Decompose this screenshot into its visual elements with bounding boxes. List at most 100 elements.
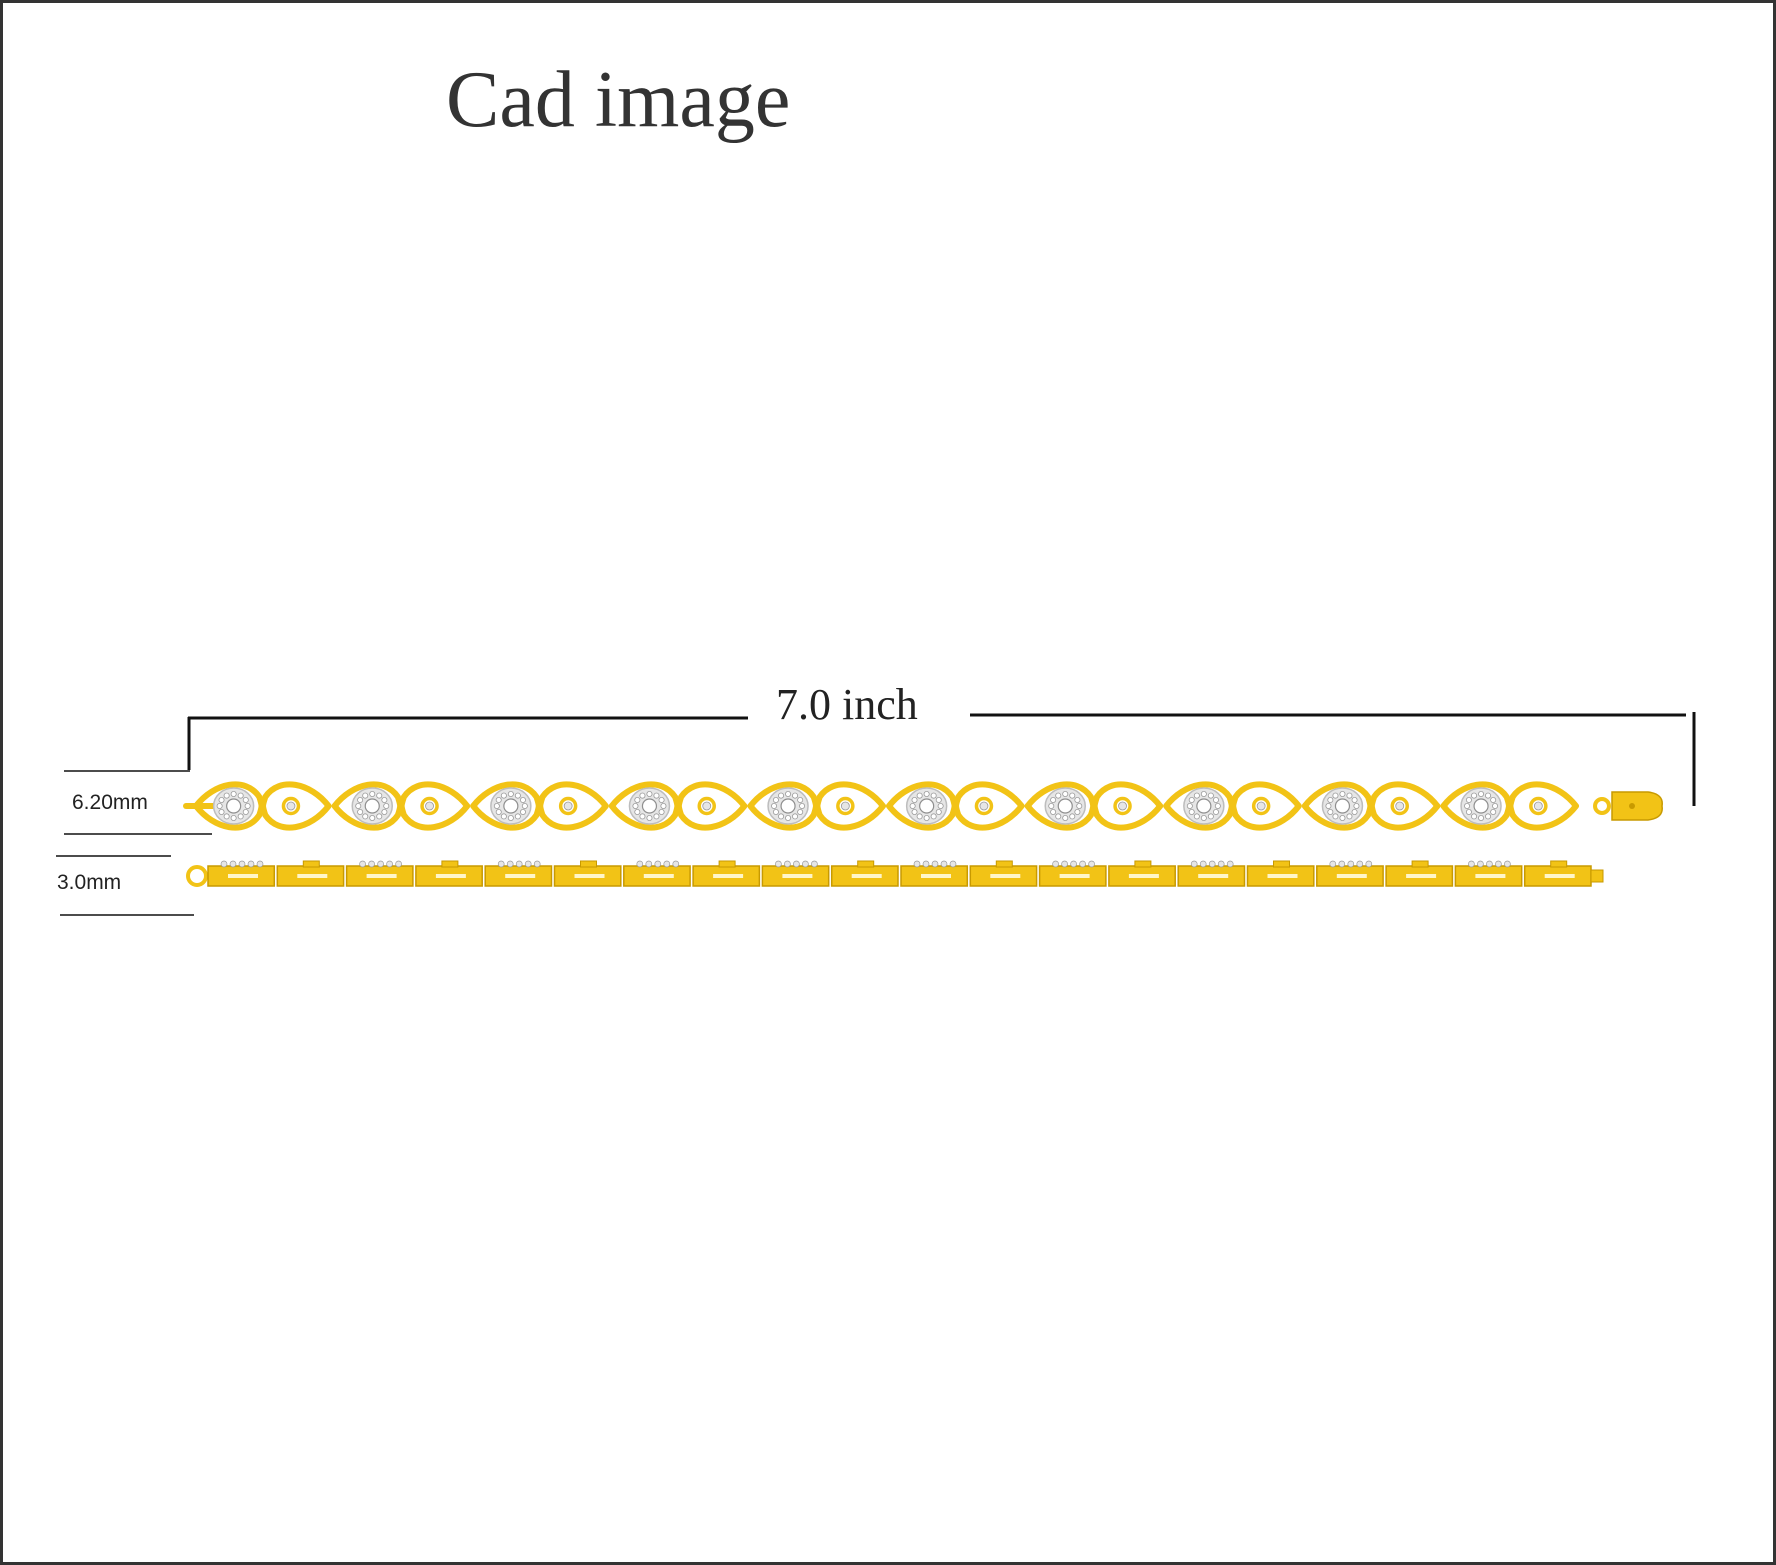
side-diamond [1199, 860, 1207, 868]
pave-diamond [639, 813, 646, 820]
bezel-setting [1390, 796, 1409, 816]
pave-diamond [369, 815, 376, 822]
side-diamond [1070, 860, 1077, 868]
pave-diamond [507, 815, 514, 822]
bezel-setting [1251, 796, 1271, 816]
bezel-setting [281, 796, 301, 816]
pave-diamond [909, 803, 916, 810]
pave-diamond [634, 797, 641, 804]
pave-diamond [1212, 809, 1219, 816]
pave-diamond [1465, 809, 1472, 816]
pave-diamond [507, 791, 514, 798]
pave-diamond [660, 803, 667, 810]
pave-diamond [1339, 815, 1346, 822]
bezel-diamond [979, 801, 989, 811]
pave-diamond [1207, 792, 1214, 799]
pave-diamond [1214, 803, 1221, 810]
side-bezel [580, 860, 597, 868]
pave-diamond [930, 813, 937, 820]
side-diamond [654, 860, 662, 868]
side-diamond [515, 860, 523, 868]
pave-diamond [1188, 797, 1195, 804]
pave-diamond [797, 809, 804, 816]
side-bezel [302, 860, 320, 868]
pave-diamond [500, 792, 507, 799]
length-dimension-label: 7.0 inch [776, 680, 918, 729]
pave-diamond [519, 797, 526, 804]
pave-diamond [935, 809, 942, 816]
pave-diamond [1485, 813, 1492, 820]
pave-diamond [357, 809, 364, 816]
center-diamond [226, 798, 242, 814]
pave-diamond [792, 813, 799, 820]
pave-diamond [1490, 809, 1497, 816]
bezel-setting [420, 796, 439, 816]
pave-diamond [1490, 797, 1497, 804]
segment-highlight [921, 874, 951, 878]
side-diamond [256, 860, 264, 868]
side-diamond [1061, 860, 1068, 868]
pave-diamond [771, 803, 778, 810]
pave-diamond [653, 813, 660, 820]
pear-link [1368, 781, 1441, 831]
side-diamond [931, 860, 939, 868]
side-diamond [377, 860, 384, 868]
pave-diamond [778, 792, 785, 799]
pave-diamond [1212, 797, 1219, 804]
segment-highlight [505, 874, 536, 878]
side-bezel [857, 860, 875, 868]
side-diamond [533, 860, 541, 868]
pave-diamond [772, 809, 779, 816]
pave-diamond [1048, 803, 1055, 810]
bezel-diamond [1395, 801, 1405, 811]
pave-diamond [1055, 792, 1062, 799]
bezel-diamond [1118, 801, 1127, 811]
pave-diamond [1492, 803, 1499, 810]
lobster-clasp [1611, 791, 1663, 821]
pave-diamond [1327, 809, 1334, 816]
segment-highlight [1406, 874, 1437, 878]
side-diamond [1338, 860, 1346, 868]
segment-highlight [435, 874, 466, 878]
pave-diamond [916, 813, 923, 820]
pave-diamond [514, 792, 521, 799]
pave-diamond [230, 791, 237, 798]
pear-link [814, 781, 886, 831]
side-bezel [1134, 860, 1152, 868]
clasp-lever [1629, 803, 1635, 809]
page-title: Cad image [446, 56, 791, 144]
bezel-setting [836, 796, 855, 816]
side-bezel [1273, 860, 1290, 868]
pave-diamond [381, 797, 388, 804]
side-diamond [359, 860, 366, 868]
pave-diamond [495, 809, 502, 816]
pave-diamond [237, 792, 244, 799]
pave-diamond [519, 809, 526, 816]
pave-diamond [646, 815, 653, 822]
segment-highlight [1059, 874, 1090, 878]
pave-diamond [634, 809, 641, 816]
side-diamond [922, 860, 930, 868]
bezel-diamond [840, 801, 850, 811]
side-diamond [1477, 860, 1484, 868]
pave-diamond [1485, 792, 1492, 799]
side-diamond [1190, 860, 1198, 868]
pave-diamond [653, 792, 660, 799]
segment-highlight [1544, 874, 1575, 878]
pave-diamond [911, 797, 918, 804]
pave-diamond [495, 797, 502, 804]
height-dimension-label: 3.0mm [57, 871, 122, 894]
pave-diamond [223, 792, 230, 799]
side-diamond [913, 860, 921, 868]
side-diamond [775, 860, 782, 868]
segment-highlight [782, 874, 813, 878]
side-diamond [645, 860, 653, 868]
side-diamond [1486, 860, 1493, 868]
side-bezel [995, 860, 1013, 868]
bracelet-side-view [186, 860, 1604, 887]
side-diamond [1365, 860, 1373, 868]
side-diamond [386, 860, 393, 868]
pear-link [260, 781, 332, 831]
side-diamond [1217, 860, 1225, 868]
pave-diamond [1327, 797, 1334, 804]
